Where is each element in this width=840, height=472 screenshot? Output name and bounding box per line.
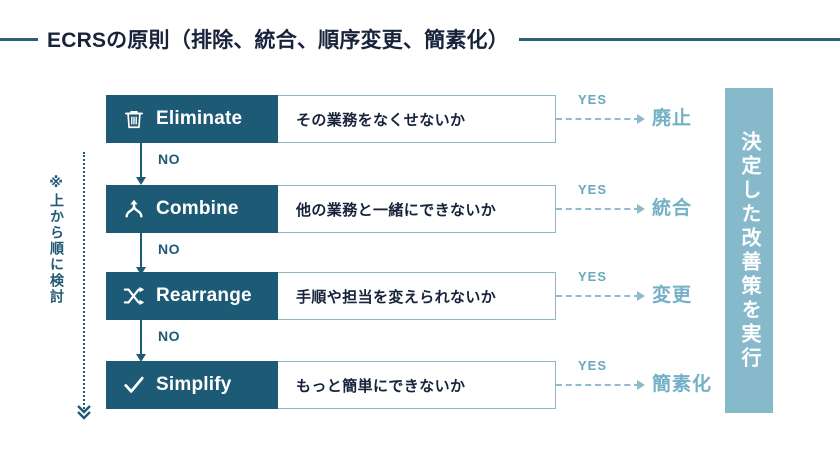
step-question-box: その業務をなくせないか <box>278 95 556 143</box>
result-panel: 決定した改善策を実行 <box>725 88 773 413</box>
outcome-label: 統合 <box>652 198 693 219</box>
step-label-box: Simplify <box>106 361 278 409</box>
yes-branch-3: YES 変更 <box>556 269 716 320</box>
no-connector-1: NO <box>136 143 220 189</box>
yes-dashed-line <box>556 295 640 297</box>
outcome-label: 変更 <box>652 285 693 306</box>
step-question-box: 手順や担当を変えられないか <box>278 272 556 320</box>
connector-line <box>140 320 142 354</box>
step-name: Simplify <box>156 374 232 395</box>
step-question: その業務をなくせないか <box>296 111 466 129</box>
step-question-box: もっと簡単にできないか <box>278 361 556 409</box>
yes-branch-2: YES 統合 <box>556 182 716 233</box>
no-connector-3: NO <box>136 320 220 366</box>
arrow-right-icon <box>636 112 648 124</box>
no-label: NO <box>158 241 180 257</box>
outcome-label: 廃止 <box>652 108 693 129</box>
flow-step-rearrange[interactable]: Rearrange 手順や担当を変えられないか <box>106 272 556 320</box>
yes-label: YES <box>578 269 608 284</box>
arrow-down-icon <box>135 263 147 275</box>
yes-dashed-line <box>556 384 640 386</box>
step-question-box: 他の業務と一緒にできないか <box>278 185 556 233</box>
check-icon <box>123 374 145 396</box>
arrow-down-icon <box>135 173 147 185</box>
yes-dashed-line <box>556 208 640 210</box>
yes-label: YES <box>578 92 608 107</box>
step-question: もっと簡単にできないか <box>296 377 466 395</box>
connector-line <box>140 143 142 177</box>
merge-arrow-icon <box>123 198 145 220</box>
result-panel-text: 決定した改善策を実行 <box>738 130 760 371</box>
arrow-down-chevron-icon <box>76 404 92 420</box>
step-question: 他の業務と一緒にできないか <box>296 201 497 219</box>
step-label-box: Rearrange <box>106 272 278 320</box>
trash-icon <box>123 108 145 130</box>
shuffle-icon <box>123 285 145 307</box>
connector-line <box>140 233 142 267</box>
outcome-label: 簡素化 <box>652 374 713 395</box>
yes-label: YES <box>578 182 608 197</box>
no-label: NO <box>158 328 180 344</box>
title-rule-left <box>0 37 38 41</box>
arrow-down-icon <box>135 350 147 362</box>
yes-label: YES <box>578 358 608 373</box>
side-note-dotted-line <box>83 152 87 412</box>
page-title: ECRSの原則（排除、統合、順序変更、簡素化） <box>47 29 509 52</box>
step-name: Rearrange <box>156 285 252 306</box>
step-name: Eliminate <box>156 108 243 129</box>
flow-step-simplify[interactable]: Simplify もっと簡単にできないか <box>106 361 556 409</box>
flow-step-combine[interactable]: Combine 他の業務と一緒にできないか <box>106 185 556 233</box>
title-rule-right <box>518 37 840 41</box>
step-name: Combine <box>156 198 239 219</box>
step-label-box: Combine <box>106 185 278 233</box>
side-note-text: ※上から順に検討 <box>49 175 65 305</box>
page-title-row: ECRSの原則（排除、統合、順序変更、簡素化） <box>0 22 840 56</box>
no-connector-2: NO <box>136 233 220 279</box>
yes-dashed-line <box>556 118 640 120</box>
arrow-right-icon <box>636 289 648 301</box>
yes-branch-4: YES 簡素化 <box>556 358 716 409</box>
no-label: NO <box>158 151 180 167</box>
yes-branch-1: YES 廃止 <box>556 92 716 143</box>
flow-step-eliminate[interactable]: Eliminate その業務をなくせないか <box>106 95 556 143</box>
step-question: 手順や担当を変えられないか <box>296 288 497 306</box>
step-label-box: Eliminate <box>106 95 278 143</box>
arrow-right-icon <box>636 202 648 214</box>
arrow-right-icon <box>636 378 648 390</box>
